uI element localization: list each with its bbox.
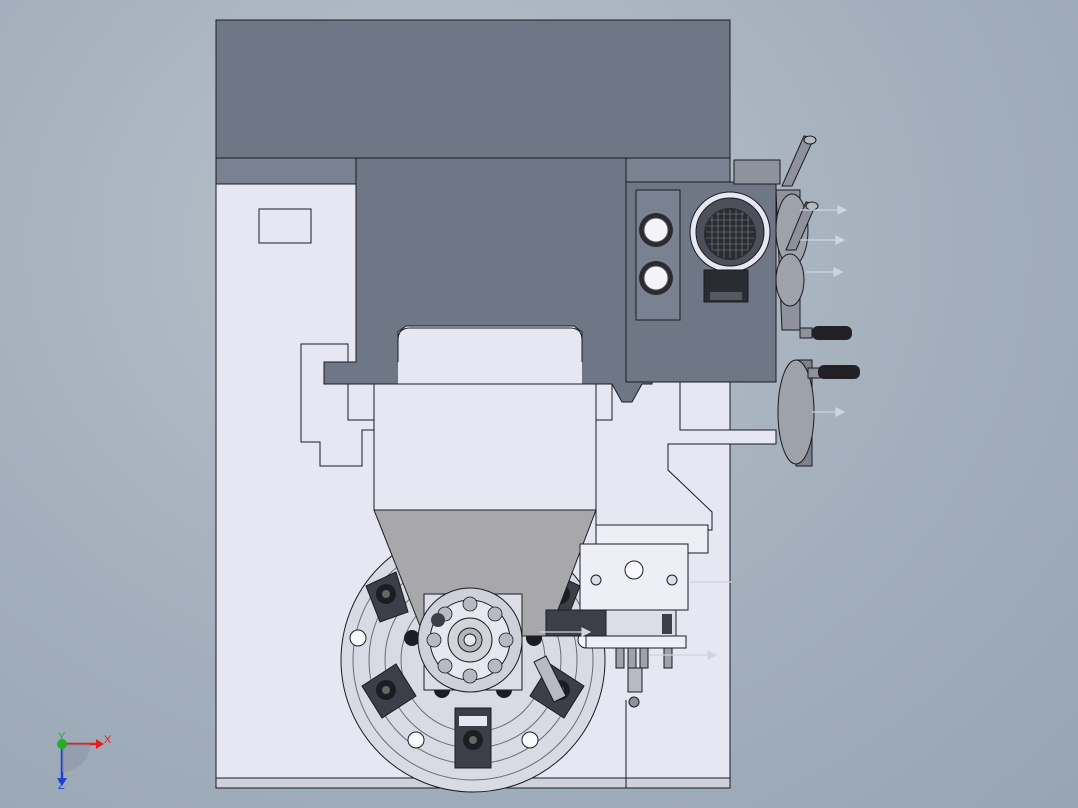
handwheel-assembly[interactable] [733, 135, 860, 467]
tool-holder[interactable] [533, 543, 732, 708]
spindle-gear[interactable] [417, 587, 523, 693]
bearing-hole-lower [643, 265, 669, 291]
gear-lever-lower[interactable] [785, 201, 819, 251]
gear-lever-upper[interactable] [781, 135, 817, 187]
axis-triad: X Y Z [57, 731, 112, 792]
saddle-column[interactable] [323, 157, 653, 403]
lever-handle-upper[interactable] [799, 326, 852, 340]
chuck-jaw[interactable] [365, 571, 409, 623]
y-axis-label: Y [58, 731, 66, 743]
z-axis-label: Z [58, 780, 65, 792]
lever-handle-lower[interactable] [807, 365, 860, 379]
tool-post-cone[interactable] [373, 383, 597, 637]
gearbox-block[interactable] [625, 181, 777, 383]
chuck-jaw[interactable] [454, 707, 492, 769]
x-axis-label: X [104, 734, 112, 746]
chuck-jaw[interactable] [361, 663, 417, 719]
housing-label-plate [258, 208, 312, 244]
bearing-hole-upper [643, 217, 669, 243]
